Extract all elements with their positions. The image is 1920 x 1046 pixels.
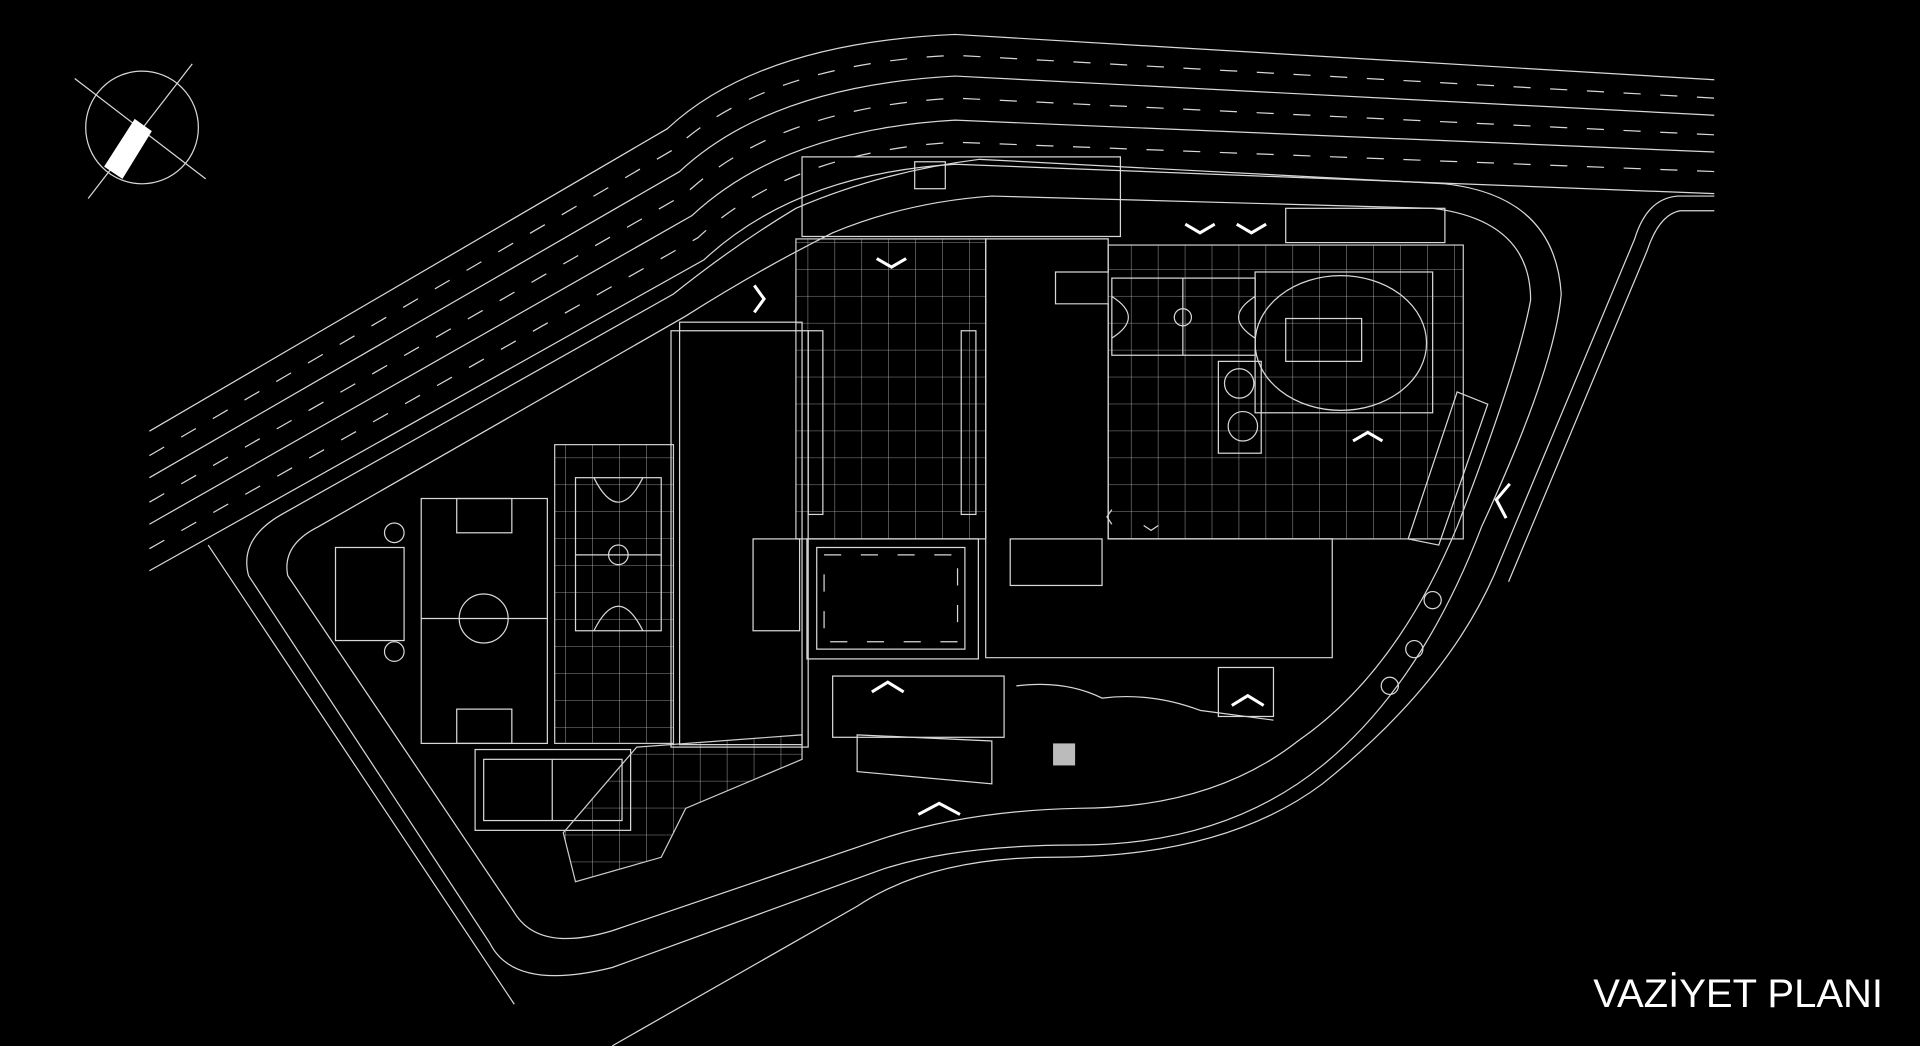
sports-area: [334, 444, 803, 883]
highway: [149, 33, 1715, 572]
building-east: [985, 238, 1333, 659]
drawing-title: VAZİYET PLANI: [1593, 972, 1883, 1016]
oval-field: [1254, 275, 1428, 411]
side-road: [611, 195, 1715, 1046]
buildings: [670, 156, 1489, 785]
pool: [816, 546, 966, 650]
building-west: [678, 321, 803, 746]
entrance-arrows: [753, 222, 1511, 816]
football-pitch: [420, 497, 548, 745]
north-arrow-icon: [74, 63, 207, 199]
